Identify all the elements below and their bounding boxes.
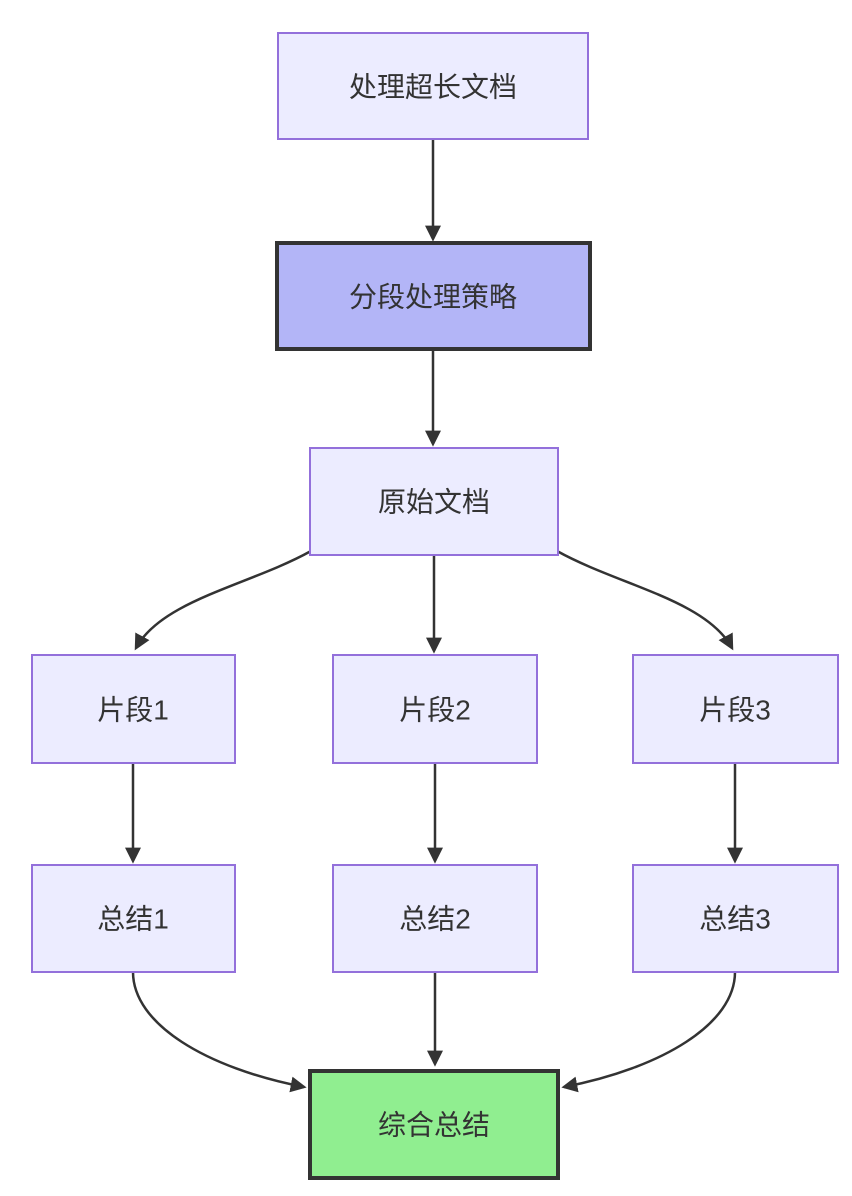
edge-source-to-chunk3 [556, 549, 734, 651]
node-summary-1: 总结1 [31, 864, 236, 973]
node-summary-2-label: 总结2 [399, 904, 471, 935]
node-source-doc-label: 原始文档 [378, 487, 490, 518]
node-chunk-3: 片段3 [632, 654, 839, 764]
node-summary-2-box [332, 864, 538, 973]
edge-summary3-to-final [561, 971, 737, 1093]
node-strategy-label: 分段处理策略 [349, 282, 517, 313]
node-strategy: 分段处理策略 [275, 241, 592, 351]
node-summary-3: 总结3 [632, 864, 839, 973]
node-final-summary-box [308, 1069, 560, 1180]
node-chunk-2-box [332, 654, 538, 764]
node-final-summary: 综合总结 [308, 1069, 560, 1180]
node-chunk-3-label: 片段3 [699, 695, 771, 726]
node-summary-3-label: 总结3 [699, 904, 771, 935]
node-chunk-1-box [31, 654, 236, 764]
node-process-long-doc-label: 处理超长文档 [349, 72, 517, 103]
edge-group [125, 139, 743, 1093]
node-chunk-3-box [632, 654, 839, 764]
node-final-summary-label: 综合总结 [378, 1110, 490, 1141]
node-process-long-doc: 处理超长文档 [277, 32, 589, 140]
edge-source-to-chunk1 [134, 549, 312, 651]
node-chunk-1: 片段1 [31, 654, 236, 764]
node-summary-3-box [632, 864, 839, 973]
node-summary-1-box [31, 864, 236, 973]
node-source-doc: 原始文档 [309, 447, 559, 556]
node-source-doc-box [309, 447, 559, 556]
node-chunk-2-label: 片段2 [399, 695, 471, 726]
node-summary-2: 总结2 [332, 864, 538, 973]
edge-summary1-to-final [131, 971, 307, 1093]
node-process-long-doc-box [277, 32, 589, 140]
node-summary-1-label: 总结1 [97, 904, 169, 935]
node-strategy-box [275, 241, 592, 351]
node-chunk-1-label: 片段1 [97, 695, 169, 726]
node-chunk-2: 片段2 [332, 654, 538, 764]
